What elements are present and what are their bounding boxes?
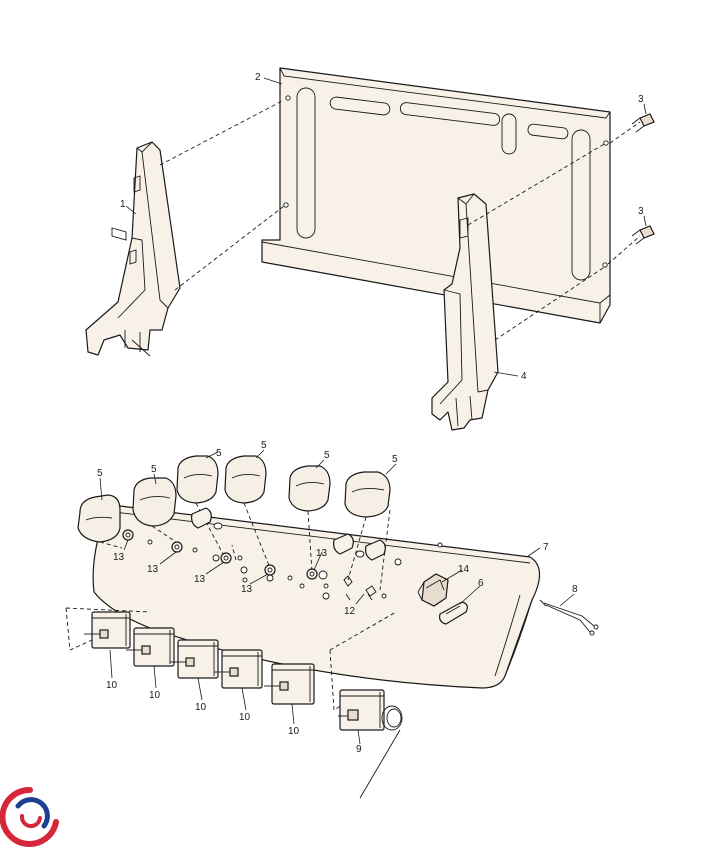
- callout-5-knob-1: 5: [97, 468, 103, 479]
- energy-regulator-5: [264, 663, 315, 705]
- callout-4: 4: [521, 371, 527, 382]
- callout-12: 12: [344, 606, 356, 617]
- callout-5-knob-3: 5: [216, 448, 222, 459]
- clip-12: [343, 575, 387, 601]
- callout-7: 7: [543, 542, 549, 553]
- callout-9: 9: [356, 744, 362, 755]
- nut-2: [171, 541, 183, 553]
- callout-13-nut-1: 13: [113, 552, 125, 563]
- screw-lower: [631, 225, 655, 245]
- knob-3: [176, 455, 219, 504]
- rocker-switch: [417, 573, 449, 607]
- callout-13-nut-3: 13: [194, 574, 206, 585]
- indicator-lamp-3: [365, 539, 386, 561]
- callout-13-nut-2: 13: [147, 564, 159, 575]
- nut-4: [264, 564, 276, 576]
- callout-6: 6: [478, 578, 484, 589]
- callout-5-knob-5: 5: [324, 450, 330, 461]
- nut-3: [220, 552, 232, 564]
- switch-gasket: [439, 601, 468, 625]
- leader-1: [125, 205, 137, 215]
- callout-3-upper: 3: [638, 94, 644, 105]
- indicator-lamp-2: [333, 533, 365, 558]
- indicator-lamp-1: [191, 507, 223, 530]
- thermocouple-lead: [539, 599, 599, 636]
- callout-10-reg-3: 10: [195, 702, 207, 713]
- left-bracket: [85, 141, 181, 357]
- callout-10-reg-4: 10: [239, 712, 251, 723]
- brand-swirl-logo-icon: [0, 786, 59, 847]
- knob-4: [224, 455, 267, 504]
- back-plate: [261, 67, 611, 324]
- callout-10-reg-1: 10: [106, 680, 118, 691]
- callout-5-knob-6: 5: [392, 454, 398, 465]
- callout-10-reg-5: 10: [288, 726, 300, 737]
- leader-2: [263, 77, 283, 85]
- callout-1: 1: [120, 199, 126, 210]
- callout-13-nut-4: 13: [241, 584, 253, 595]
- callout-8: 8: [572, 584, 578, 595]
- callout-10-reg-2: 10: [149, 690, 161, 701]
- right-bracket: [431, 193, 499, 431]
- energy-regulator-4: [214, 649, 263, 689]
- callout-5-knob-4: 5: [261, 440, 267, 451]
- callout-13-nut-5: 13: [316, 548, 328, 559]
- nut-5: [306, 568, 318, 580]
- leader-3b: [643, 215, 647, 227]
- knob-2: [132, 477, 177, 527]
- lower-leaders: [99, 449, 575, 745]
- thermostat: [338, 689, 403, 799]
- callout-14: 14: [458, 564, 470, 575]
- knob-5: [288, 465, 331, 512]
- energy-regulator-3: [170, 639, 219, 679]
- knob-1: [77, 494, 121, 543]
- energy-regulator-2: [126, 627, 175, 667]
- nut-1: [122, 529, 134, 541]
- energy-regulator-1: [84, 611, 131, 649]
- callout-2: 2: [255, 72, 261, 83]
- leader-4: [493, 371, 519, 377]
- screw-upper: [631, 113, 655, 133]
- upper-assembly-lines: [159, 99, 641, 341]
- callout-3-lower: 3: [638, 206, 644, 217]
- callout-5-knob-2: 5: [151, 464, 157, 475]
- knob-6: [344, 471, 391, 518]
- leader-3a: [643, 103, 647, 115]
